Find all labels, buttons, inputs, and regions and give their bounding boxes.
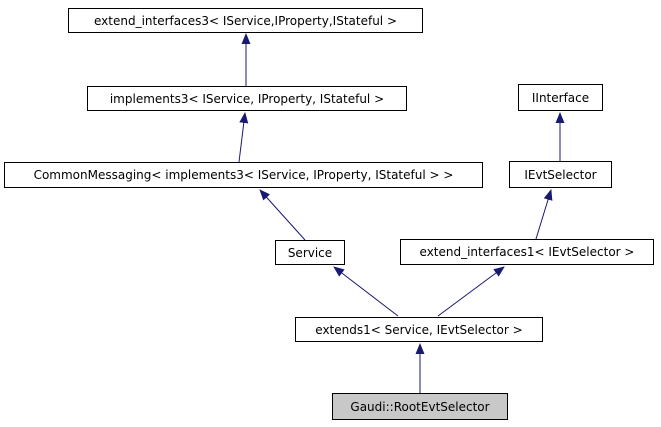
- class-node-implements3[interactable]: implements3< IService, IProperty, IState…: [87, 86, 407, 111]
- class-node-extend-interfaces3[interactable]: extend_interfaces3< IService,IProperty,I…: [68, 8, 423, 33]
- class-node-service[interactable]: Service: [275, 240, 345, 265]
- edge-service-to-commonmessaging: [259, 189, 306, 241]
- class-node-ievtselector[interactable]: IEvtSelector: [509, 161, 612, 188]
- edge-extend-interfaces1-to-ievtselector: [535, 189, 553, 240]
- edge-extends1-to-service: [333, 266, 399, 317]
- class-node-gaudi-rootevtselector: Gaudi::RootEvtSelector: [332, 393, 508, 420]
- class-node-extends1[interactable]: extends1< Service, IEvtSelector >: [295, 317, 543, 342]
- class-node-extend-interfaces1[interactable]: extend_interfaces1< IEvtSelector >: [400, 239, 654, 265]
- class-node-commonmessaging[interactable]: CommonMessaging< implements3< IService, …: [4, 162, 483, 188]
- edge-commonmessaging-to-implements3: [238, 112, 249, 163]
- edge-extends1-to-extend-interfaces1: [437, 266, 505, 317]
- class-node-iinterface[interactable]: IInterface: [518, 84, 603, 111]
